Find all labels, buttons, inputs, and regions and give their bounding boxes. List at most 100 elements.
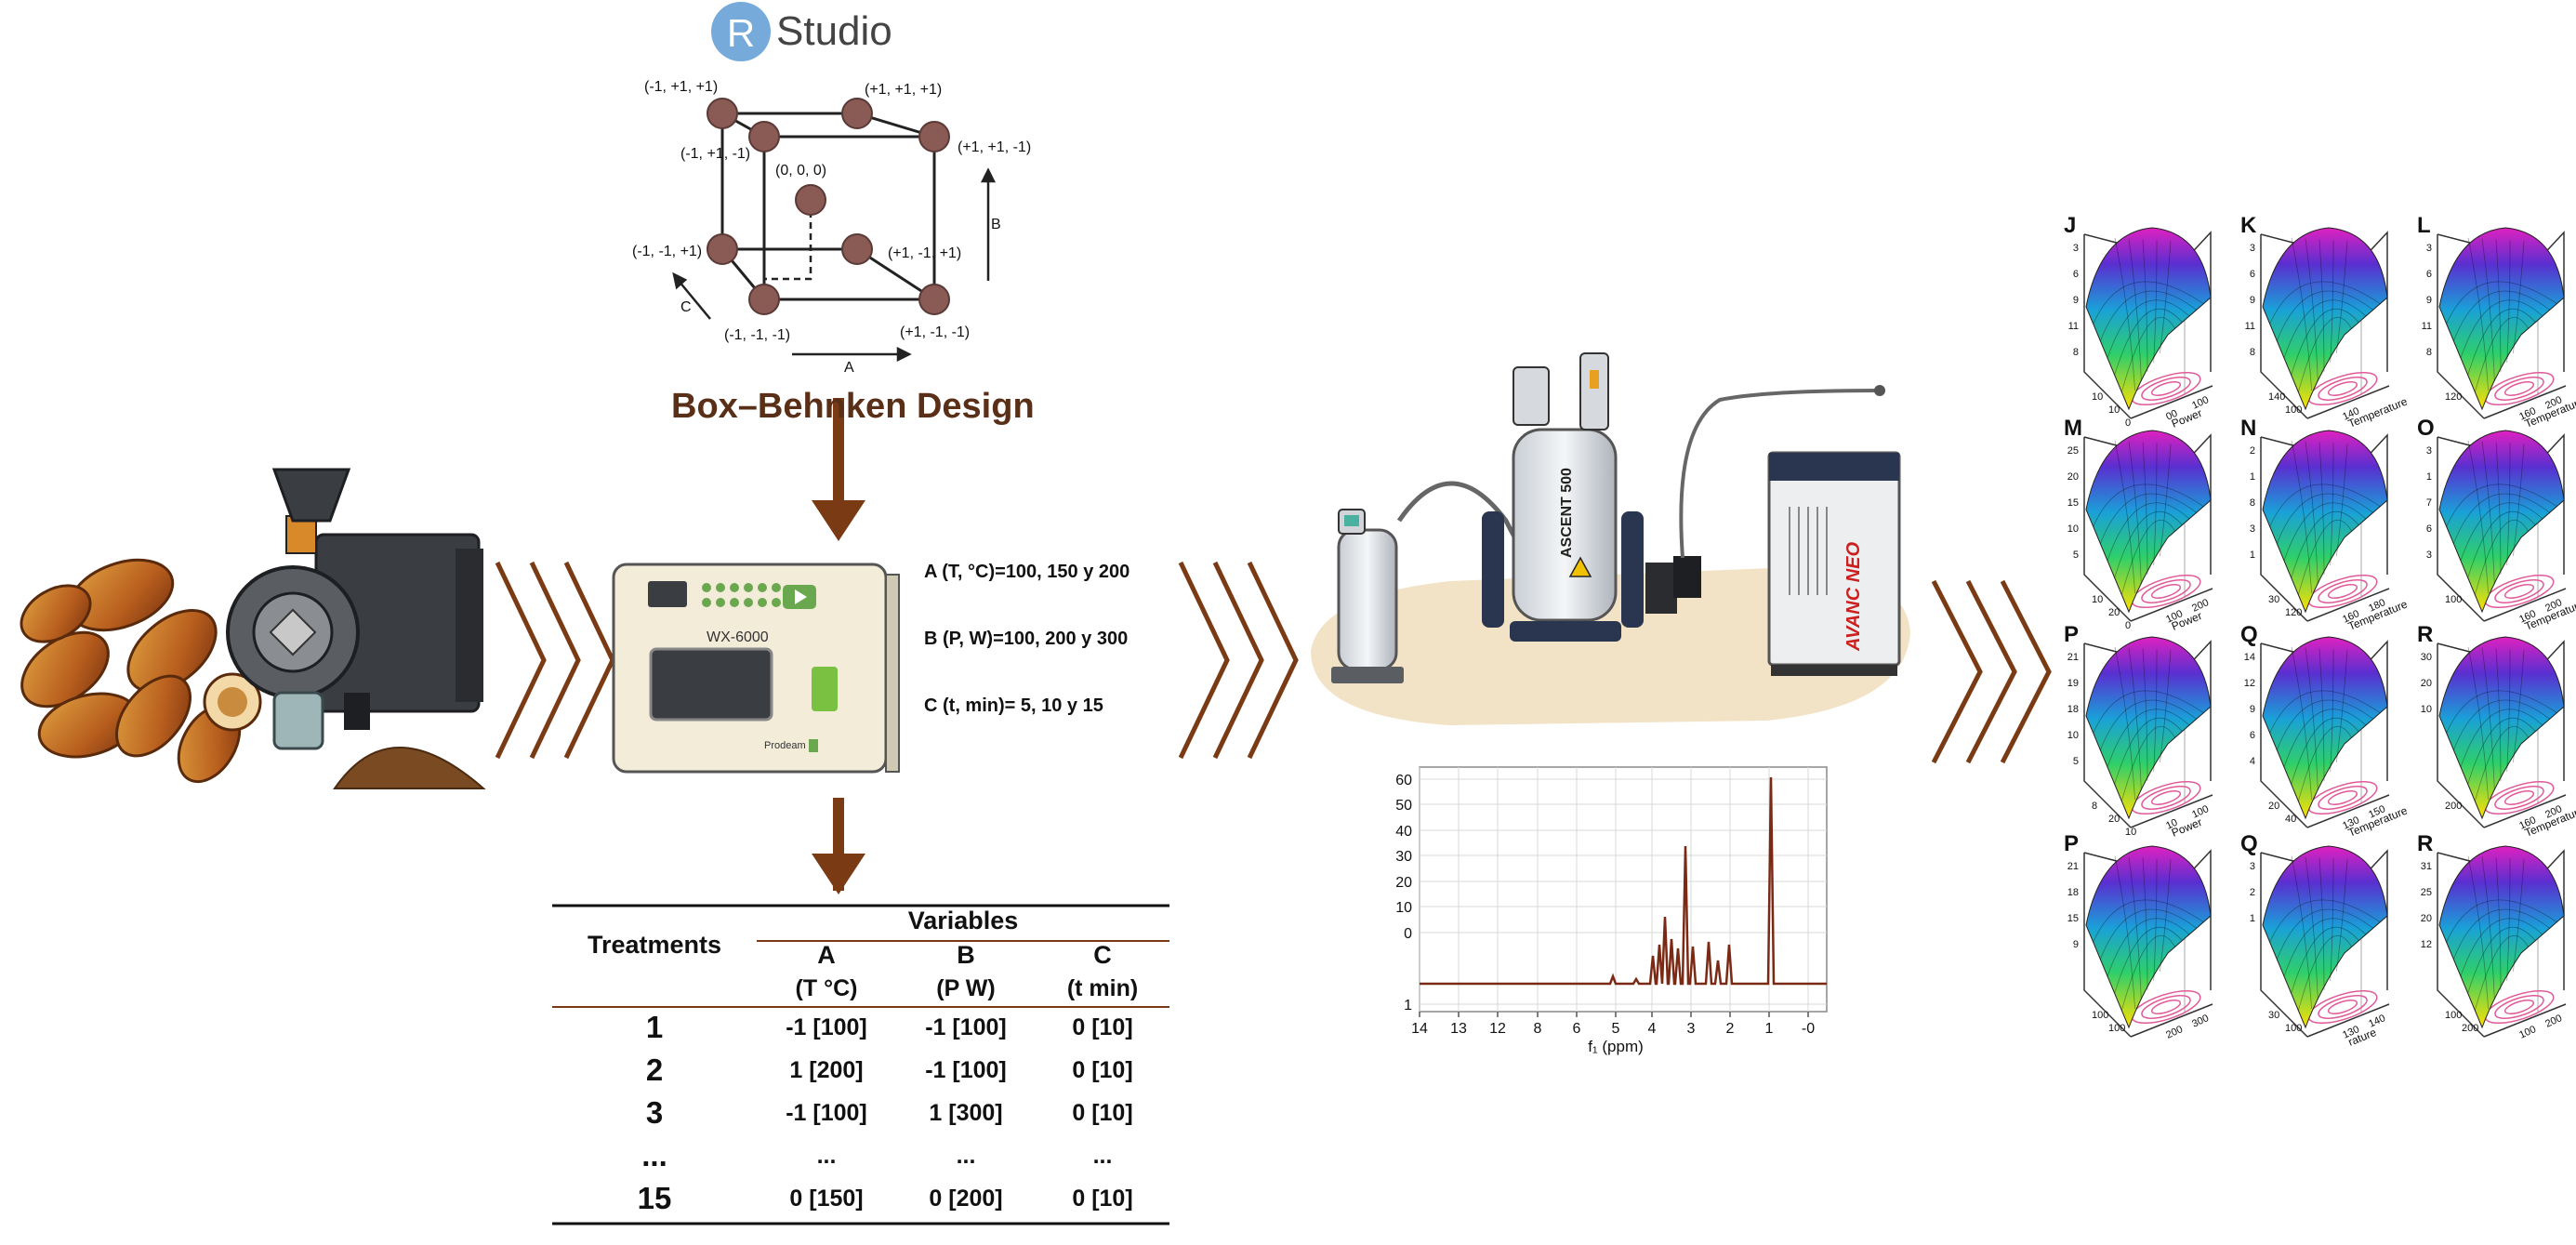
down-arrow-2 [812,798,865,894]
point-label: (+1, +1, -1) [958,139,1031,155]
contour-line [2327,584,2358,599]
panel-letter: M [2064,416,2082,441]
x-tick-label: 200 [2462,1023,2478,1034]
x-tick-label: 20 [2108,814,2120,825]
z-tick-label: 1 [2250,913,2255,924]
console-label: AVANC NEO [1843,542,1864,652]
contour-line [2327,1000,2358,1014]
x-tick-label: 10 [2092,391,2103,403]
grinder-burr [269,608,317,656]
z-tick-label: 15 [2067,913,2079,924]
panel-letter: R [2417,622,2433,647]
x-tick-label: 100 [2285,1023,2302,1034]
microwave-display [648,581,687,607]
contour-line [2503,584,2535,599]
x-tick-label: 1 [1765,1021,1774,1037]
cocoa-powder-pile [333,747,486,789]
z-tick-label: 3 [2250,861,2255,872]
table-row: 2 1 [200] -1 [100] 0 [10] [552,1049,1169,1092]
contour-line [2494,377,2544,401]
z-tick-label: 18 [2067,887,2079,898]
down-arrow-1 [812,398,865,541]
point-label: (-1, -1, -1) [724,327,790,343]
y-tick-label: 100 [2517,1024,2538,1041]
table-row: 3 -1 [100] 1 [300] 0 [10] [552,1092,1169,1134]
table-row: 1 -1 [100] -1 [100] 0 [10] [552,1006,1169,1049]
flow-chevrons-3 [1931,579,2052,764]
cocoa-pod [20,630,110,709]
contour-line [2141,995,2191,1019]
spectrum-grid [1419,767,1827,1012]
cocoa-grinder-illustration [20,468,486,789]
cell-c: ... [1092,1142,1113,1169]
z-tick-label: 10 [2067,730,2079,741]
panel-letter: P [2064,622,2079,647]
z-tick-label: 14 [2244,652,2255,663]
treatment-number: 3 [645,1095,664,1130]
z-tick-label: 15 [2067,497,2079,509]
magnet-base [1510,621,1621,642]
contour-line [2503,1000,2535,1014]
rstudio-badge [711,2,771,61]
microwave-reactor: WX-6000 Prodeam [612,563,900,774]
design-point [748,121,780,152]
x-tick-label: 10 [2092,594,2103,605]
response-surface [2262,227,2388,411]
flow-chevrons-1 [495,561,615,760]
parameter-time: C (t, min)= 5, 10 y 15 [924,695,1103,716]
z-tick-label: 12 [2421,939,2432,950]
contour-line [2494,786,2544,810]
x-tick-label: 3 [1687,1021,1696,1037]
x-tick-label: 4 [1648,1021,1657,1037]
response-surface [2438,430,2565,614]
microwave-side [885,574,900,773]
response-surface [2262,636,2388,820]
z-tick-label: 8 [2250,347,2255,358]
center-guide-dashed [764,200,812,281]
microwave-handle [812,667,838,711]
z-tick-label: 7 [2426,497,2432,509]
x-tick-label: 20 [2268,801,2279,812]
z-tick-label: 3 [2250,523,2255,535]
z-tick-label: 5 [2073,550,2079,561]
x-tick-label: 13 [1450,1021,1467,1037]
z-tick-label: 30 [2421,652,2432,663]
chevron [2000,579,2052,764]
contour-line [2318,377,2368,401]
x-tick-label: 100 [2092,1010,2108,1021]
x-tick-label: 14 [1411,1021,1428,1037]
cocoa-pod [126,609,218,693]
microwave-brand: Prodeam [764,740,806,751]
z-tick-label: 21 [2067,652,2079,663]
x-tick-label: 120 [2285,607,2302,618]
brand-logo-icon [809,739,818,752]
chevron [529,561,581,760]
panel-letter: P [2064,831,2079,856]
design-point [918,284,950,315]
response-surface [2262,430,2388,614]
cell-b: 0 [200] [929,1185,1003,1212]
contour-line [2318,995,2368,1019]
response-surface [2262,845,2388,1029]
column-unit-a: (T °C) [795,974,858,1001]
y-tick-label: 50 [1395,798,1412,814]
z-tick-label: 5 [2073,756,2079,767]
panel-letter: Q [2240,622,2258,647]
parameter-temperature: A (T, °C)=100, 150 y 200 [924,562,1130,582]
z-tick-label: 10 [2067,523,2079,535]
axis-c-arrowhead [672,272,688,290]
z-tick-label: 11 [2422,321,2432,332]
treatments-table: Treatments Variables A B C (T °C) (P W) … [552,902,1169,1220]
column-header-c: C [1093,940,1112,969]
panel-letter: J [2064,213,2076,238]
y-tick-label: 10 [2164,817,2179,832]
column-unit-c: (t min) [1066,974,1139,1001]
cell-b: 1 [300] [929,1099,1003,1126]
contour-line [2327,381,2358,396]
x-tick-label: 200 [2445,801,2462,812]
